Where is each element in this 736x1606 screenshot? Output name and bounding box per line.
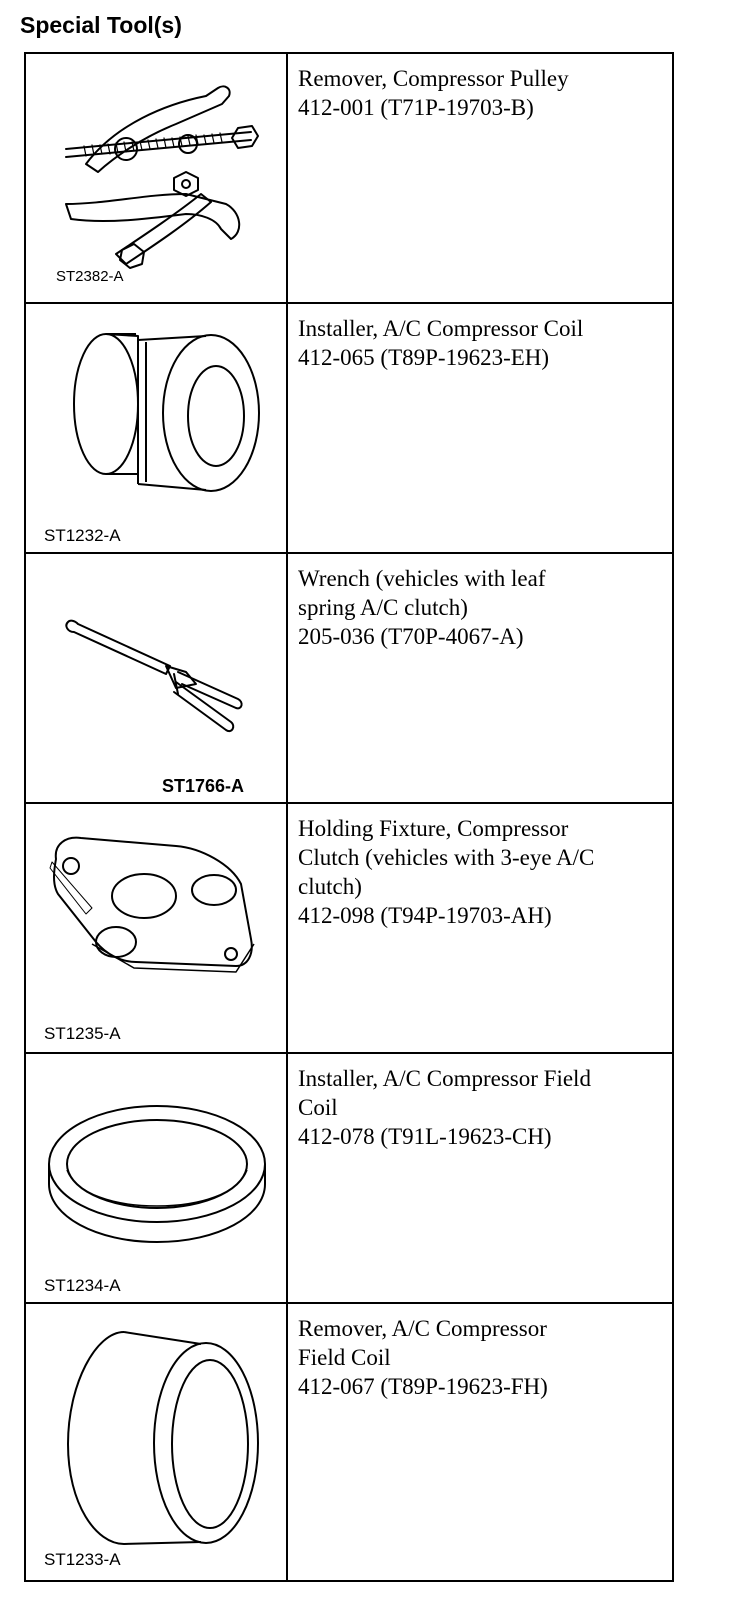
tool-description-line: 412-065 (T89P-19623-EH) (298, 345, 550, 370)
tool-description-line: 205-036 (T70P-4067-A) (298, 624, 524, 649)
holding-fixture-plate-illustration (49, 836, 255, 973)
three-jaw-puller-illustration (65, 85, 259, 269)
tool-code: ST1235-A (44, 1024, 121, 1043)
stepped-cylinder-installer-illustration (73, 333, 260, 492)
tool-row: ST2382-A Remover, Compressor Pulley 412-… (26, 54, 672, 304)
tool-description: Wrench (vehicles with leaf spring A/C cl… (298, 564, 666, 651)
tool-description-line: Clutch (vehicles with 3-eye A/C (298, 845, 595, 870)
tool-row: ST1234-A Installer, A/C Compressor Field… (26, 1054, 672, 1304)
spanner-wrench-illustration (65, 619, 243, 732)
tool-description-line: 412-078 (T91L-19623-CH) (298, 1124, 552, 1149)
tool-code: ST1233-A (44, 1550, 121, 1569)
tool-description-line: spring A/C clutch) (298, 595, 468, 620)
tool-description-line: clutch) (298, 874, 362, 899)
tool-description-line: Remover, A/C Compressor (298, 1316, 547, 1341)
tool-description-line: Holding Fixture, Compressor (298, 816, 569, 841)
illustration-cell: ST1235-A (26, 804, 288, 1052)
tool-description-line: Wrench (vehicles with leaf (298, 566, 546, 591)
illustration-cell: ST1234-A (26, 1054, 288, 1302)
sleeve-remover-illustration (67, 1331, 259, 1545)
tool-description-line: Coil (298, 1095, 338, 1120)
tool-description-line: Installer, A/C Compressor Coil (298, 316, 584, 341)
tool-description-line: Remover, Compressor Pulley (298, 66, 569, 91)
tool-description: Installer, A/C Compressor Coil 412-065 (… (298, 314, 666, 372)
tool-row: ST1232-A Installer, A/C Compressor Coil … (26, 304, 672, 554)
tool-row: ST1233-A Remover, A/C Compressor Field C… (26, 1304, 672, 1582)
illustration-cell: ST1233-A (26, 1304, 288, 1582)
tool-description: Remover, A/C Compressor Field Coil 412-0… (298, 1314, 666, 1401)
tool-code: ST1234-A (44, 1276, 121, 1295)
tool-description-line: 412-067 (T89P-19623-FH) (298, 1374, 548, 1399)
tool-description: Holding Fixture, Compressor Clutch (vehi… (298, 814, 666, 930)
special-tools-table: ST2382-A Remover, Compressor Pulley 412-… (24, 52, 674, 1582)
tool-code: ST1232-A (44, 526, 121, 545)
tool-code: ST2382-A (56, 268, 124, 285)
tool-description-line: Field Coil (298, 1345, 391, 1370)
ring-installer-illustration (48, 1105, 266, 1243)
tool-description: Remover, Compressor Pulley 412-001 (T71P… (298, 64, 666, 122)
tool-code: ST1766-A (162, 776, 245, 796)
tool-description: Installer, A/C Compressor Field Coil 412… (298, 1064, 666, 1151)
illustration-cell: ST1766-A (26, 554, 288, 802)
page-heading: Special Tool(s) (20, 12, 182, 38)
tool-description-line: 412-001 (T71P-19703-B) (298, 95, 534, 120)
illustration-cell: ST1232-A (26, 304, 288, 552)
illustration-cell: ST2382-A (26, 54, 288, 302)
tool-row: ST1235-A Holding Fixture, Compressor Clu… (26, 804, 672, 1054)
tool-description-line: Installer, A/C Compressor Field (298, 1066, 591, 1091)
tool-row: ST1766-A Wrench (vehicles with leaf spri… (26, 554, 672, 804)
tool-description-line: 412-098 (T94P-19703-AH) (298, 903, 552, 928)
